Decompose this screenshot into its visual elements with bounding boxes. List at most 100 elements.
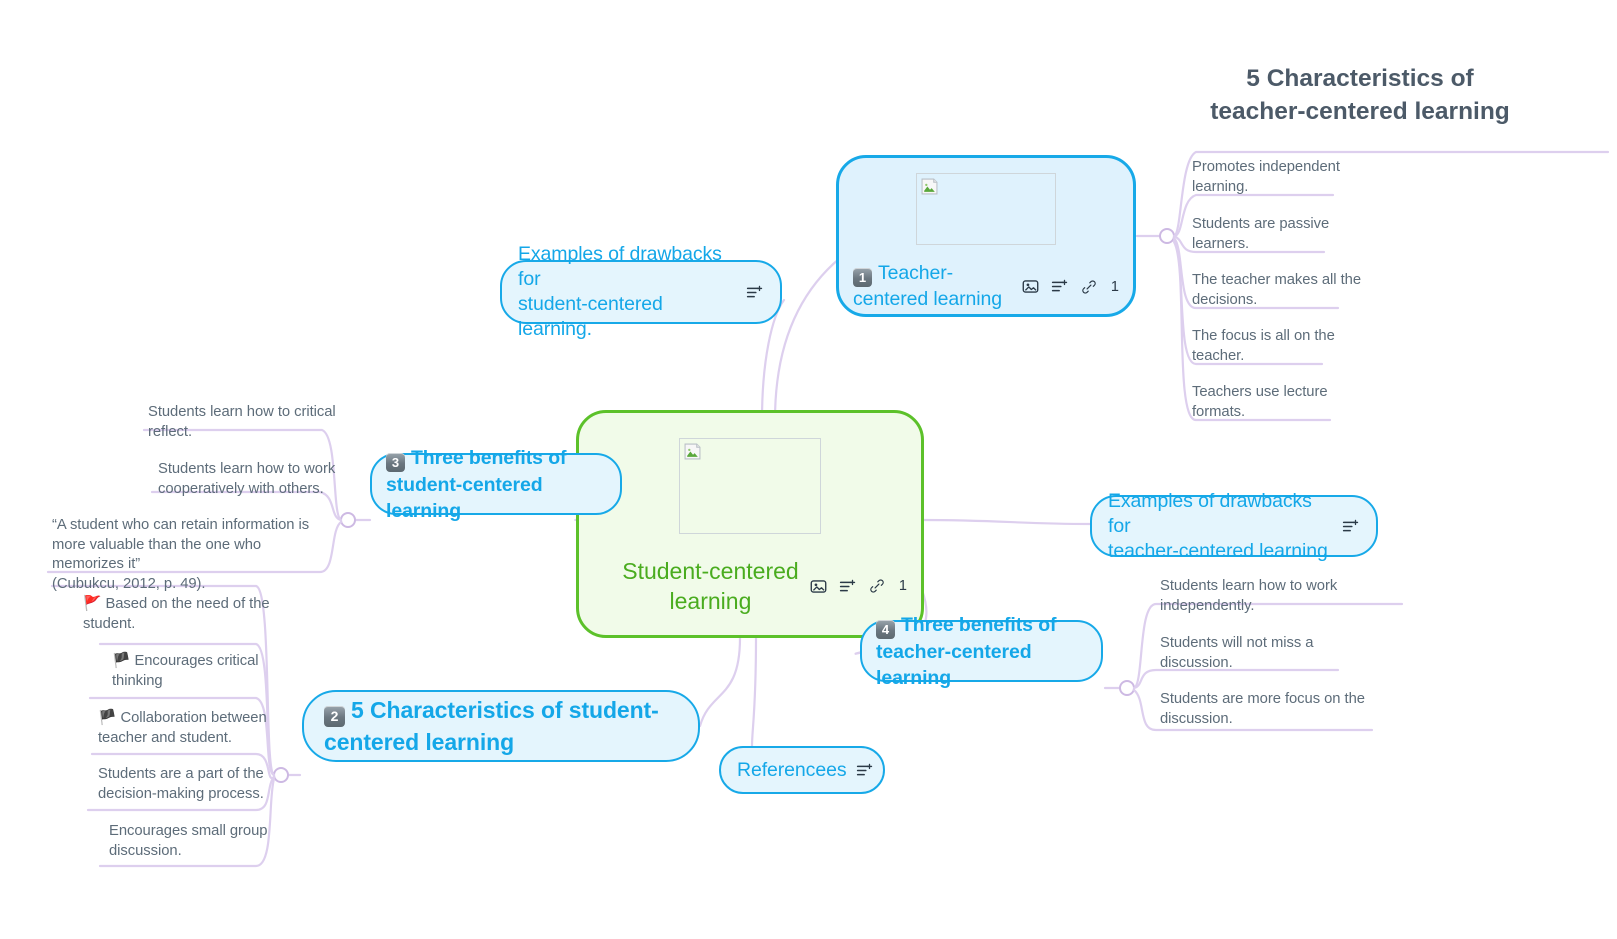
node-line1-text: Three benefits of bbox=[411, 446, 567, 469]
leaf-line1-text: Based on the need of the bbox=[105, 596, 270, 612]
node-number-badge: 1 bbox=[853, 268, 872, 287]
node-content: 3 Three benefits of student-centered lear… bbox=[372, 445, 620, 524]
leaf-line2: independently. bbox=[1160, 597, 1255, 614]
leaf-teacher-characteristic-2[interactable]: Students are passive learners. bbox=[1192, 215, 1382, 254]
leaf-teacher-benefit-2[interactable]: Students will not miss a discussion. bbox=[1160, 634, 1370, 673]
leaf-line2: discussion. bbox=[1160, 654, 1233, 671]
leaf-student-characteristic-5[interactable]: Encourages small group discussion. bbox=[109, 822, 309, 861]
leaf-line1-text: Encourages critical bbox=[134, 653, 259, 669]
leaf-student-characteristic-4[interactable]: Students are a part of the decision-maki… bbox=[98, 765, 298, 804]
leaf-line2: reflect. bbox=[148, 423, 193, 440]
leaf-teacher-benefit-1[interactable]: Students learn how to work independently… bbox=[1160, 577, 1370, 616]
page-title: 5 Characteristics of teacher-centered le… bbox=[1170, 62, 1550, 128]
leaf-line1: Students will not miss a bbox=[1160, 635, 1314, 651]
broken-image-icon bbox=[921, 178, 938, 195]
flag-icon: 🏴 bbox=[112, 653, 131, 669]
note-icon[interactable] bbox=[1051, 278, 1069, 295]
leaf-teacher-benefit-3[interactable]: Students are more focus on the discussio… bbox=[1160, 690, 1375, 729]
node-text-line1: Examples of drawbacks for bbox=[1108, 489, 1312, 537]
image-icon[interactable] bbox=[810, 578, 827, 595]
leaf-teacher-characteristic-4[interactable]: The focus is all on the teacher. bbox=[1192, 327, 1382, 366]
image-icon[interactable] bbox=[1022, 278, 1039, 295]
node-number-badge: 3 bbox=[386, 452, 405, 472]
broken-image-icon bbox=[684, 443, 701, 460]
leaf-line1: 🚩 Based on the need of the bbox=[83, 595, 283, 615]
leaf-line1: 🏴 Collaboration between bbox=[98, 709, 298, 729]
node-number-badge: 2 bbox=[324, 706, 345, 727]
central-link-count: 1 bbox=[898, 578, 907, 594]
node-text-line2: centered learning bbox=[324, 729, 515, 755]
leaf-line2: student. bbox=[83, 615, 136, 632]
node-icon-row: 1 bbox=[1022, 278, 1119, 295]
node-text-line1: 3 Three benefits of bbox=[386, 445, 606, 472]
leaf-line1: Students learn how to work bbox=[158, 461, 336, 477]
leaf-student-characteristic-3[interactable]: 🏴 Collaboration between teacher and stud… bbox=[98, 709, 298, 748]
node-text: Examples of drawbacks for teacher-center… bbox=[1108, 489, 1332, 564]
note-icon[interactable] bbox=[839, 578, 857, 595]
node-text-line1: Examples of drawbacks for bbox=[518, 243, 722, 290]
node-content: Referencees bbox=[721, 758, 890, 783]
leaf-student-benefit-3[interactable]: “A student who can retain information is… bbox=[52, 516, 337, 594]
node-referencees[interactable]: Referencees bbox=[719, 746, 885, 794]
leaf-line2: cooperatively with others. bbox=[158, 480, 324, 497]
note-icon[interactable] bbox=[1342, 518, 1360, 535]
flag-icon: 🚩 bbox=[83, 596, 102, 612]
node-title: Teacher-centered learning bbox=[853, 262, 1002, 310]
leaf-student-characteristic-2[interactable]: 🏴 Encourages critical thinking bbox=[112, 652, 297, 691]
note-icon[interactable] bbox=[856, 762, 874, 779]
leaf-line2: decisions. bbox=[1192, 291, 1258, 308]
node-text: Examples of drawbacks for student-center… bbox=[518, 242, 736, 342]
node-image-placeholder bbox=[916, 173, 1056, 245]
leaf-line2: thinking bbox=[112, 672, 163, 689]
leaf-line1: “A student who can retain information is bbox=[52, 517, 310, 533]
leaf-line1-text: Collaboration between bbox=[120, 710, 267, 726]
leaf-line2: discussion. bbox=[109, 842, 182, 859]
node-drawbacks-teacher-centered[interactable]: Examples of drawbacks for teacher-center… bbox=[1090, 490, 1378, 562]
leaf-line2: learners. bbox=[1192, 235, 1250, 252]
leaf-line2: teacher. bbox=[1192, 347, 1245, 364]
node-number-badge: 4 bbox=[876, 619, 895, 639]
link-icon[interactable] bbox=[869, 578, 885, 594]
node-text-line1: 4 Three benefits of bbox=[876, 612, 1087, 639]
node-drawbacks-student-centered[interactable]: Examples of drawbacks for student-center… bbox=[500, 243, 782, 340]
leaf-teacher-characteristic-5[interactable]: Teachers use lecture formats. bbox=[1192, 383, 1382, 422]
leaf-line1: 🏴 Encourages critical bbox=[112, 652, 297, 672]
central-node-title: Student-centered learning bbox=[622, 558, 799, 614]
leaf-line1: Students are a part of the bbox=[98, 766, 264, 782]
node-text-line2: teacher-centered learning bbox=[1108, 539, 1328, 562]
node-student-centered-learning[interactable]: Student-centered learning 1 bbox=[576, 410, 924, 638]
leaf-line1: Students learn how to critical bbox=[148, 404, 336, 420]
leaf-line2: more valuable than the one who memorizes… bbox=[52, 536, 262, 573]
leaf-line1: The teacher makes all the bbox=[1192, 272, 1362, 288]
node-line1-text: Three benefits of bbox=[901, 613, 1057, 636]
flag-icon: 🏴 bbox=[98, 710, 117, 726]
leaf-student-benefit-1[interactable]: Students learn how to critical reflect. bbox=[148, 403, 348, 442]
leaf-line1: Students are more focus on the bbox=[1160, 691, 1365, 707]
leaf-line1: Teachers use lecture bbox=[1192, 384, 1328, 400]
leaf-line2: learning. bbox=[1192, 178, 1249, 195]
leaf-teacher-characteristic-3[interactable]: The teacher makes all the decisions. bbox=[1192, 271, 1392, 310]
leaf-teacher-characteristic-1[interactable]: Promotes independent learning. bbox=[1192, 158, 1382, 197]
node-text-line2: student-centered learning. bbox=[518, 293, 663, 340]
leaf-student-benefit-2[interactable]: Students learn how to work cooperatively… bbox=[158, 460, 358, 499]
node-three-benefits-student[interactable]: 3 Three benefits of student-centered lear… bbox=[370, 447, 622, 522]
node-text-line2: student-centered learning bbox=[386, 473, 543, 522]
link-icon[interactable] bbox=[1081, 279, 1097, 295]
leaf-student-characteristic-1[interactable]: 🚩 Based on the need of the student. bbox=[83, 595, 283, 634]
page-title-line2: teacher-centered learning bbox=[1210, 98, 1510, 125]
leaf-line2: formats. bbox=[1192, 403, 1246, 420]
leaf-line1: Encourages small group bbox=[109, 823, 268, 839]
leaf-line2: teacher and student. bbox=[98, 729, 232, 746]
note-icon[interactable] bbox=[746, 284, 764, 301]
leaf-line2: discussion. bbox=[1160, 710, 1233, 727]
